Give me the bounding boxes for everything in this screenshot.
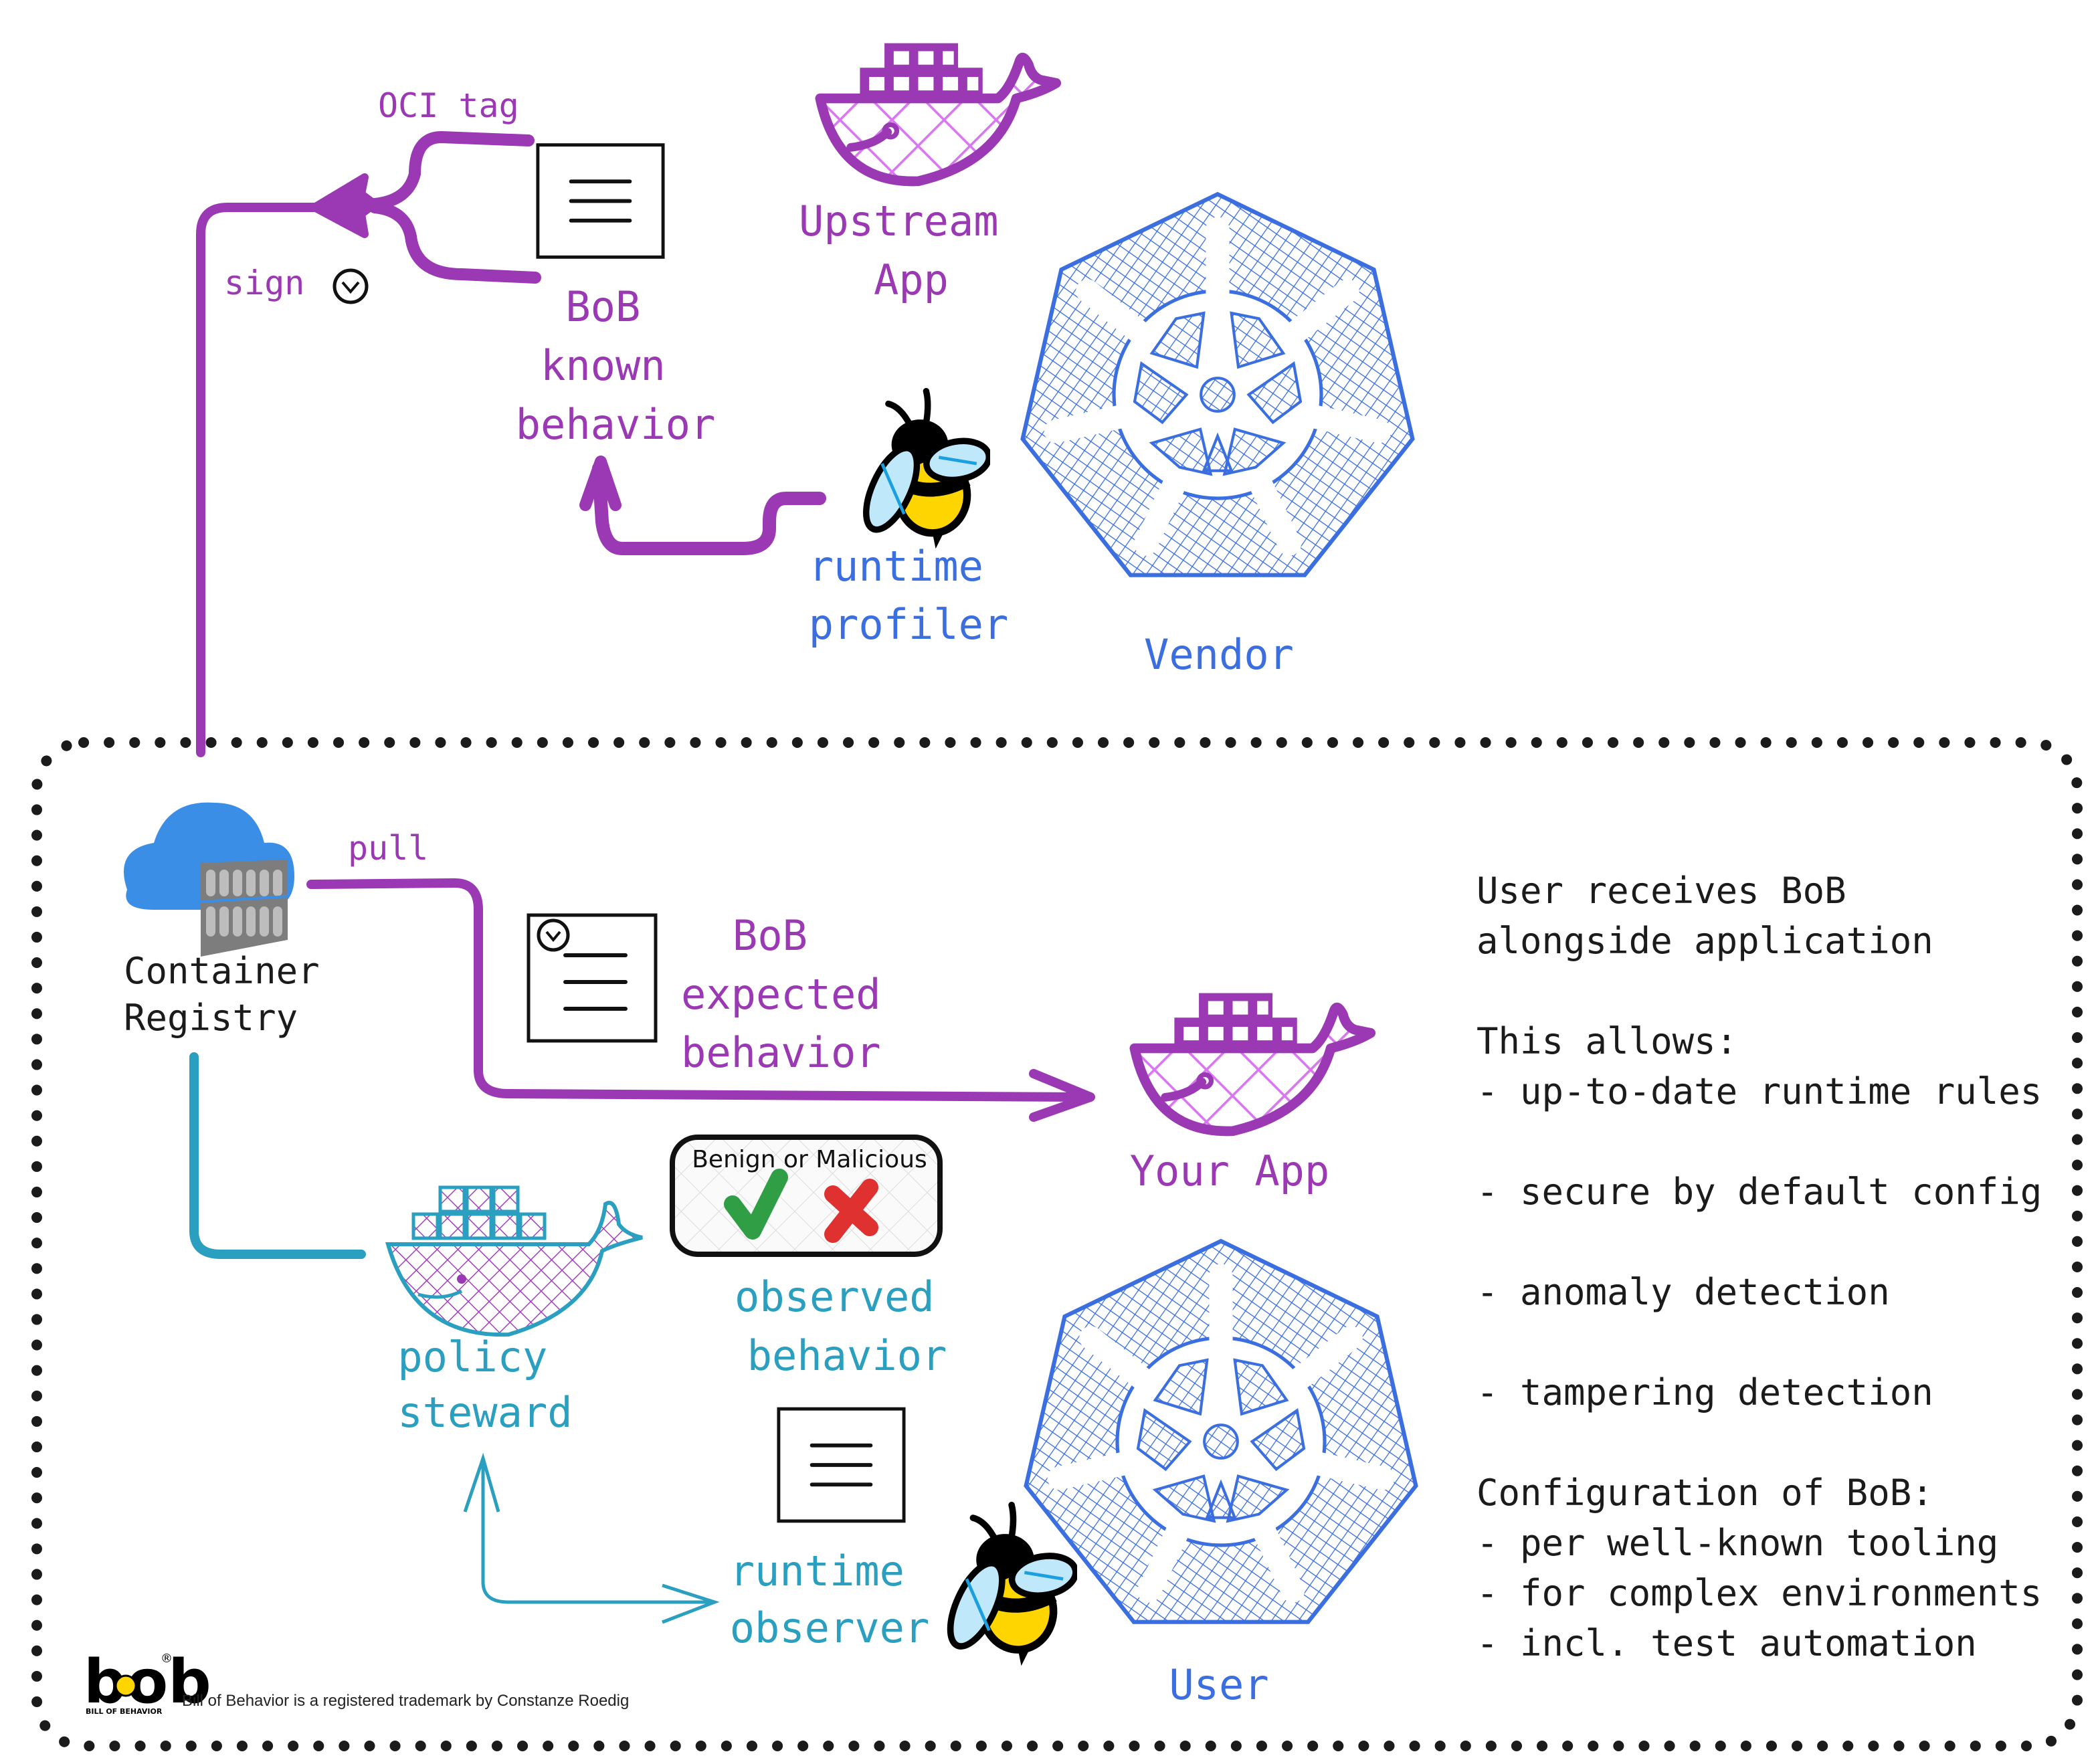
trademark-notice: Bill of Behavior is a registered tradema… xyxy=(182,1692,629,1710)
bob-known-behavior-document-icon xyxy=(538,145,663,258)
logo-subtitle: BILL OF BEHAVIOR xyxy=(86,1707,163,1716)
registry-to-steward-arrow xyxy=(189,1052,366,1259)
pull-label: pull xyxy=(348,829,428,868)
upstream-app-whale-icon xyxy=(820,43,1056,181)
policy-steward-whale-icon xyxy=(385,1185,643,1337)
bob-logo: bob ® BILL OF BEHAVIOR xyxy=(84,1647,211,1717)
your-app-label: Your App xyxy=(1130,1147,1330,1195)
pull-arrow xyxy=(306,878,1095,1122)
runtime-observer-label: runtime observer xyxy=(730,1547,930,1652)
vendor-kubernetes-helm-icon xyxy=(1023,194,1413,575)
bob-expected-behavior-document-icon xyxy=(527,913,658,1043)
signature-check-icon xyxy=(332,268,369,304)
container-registry-icon xyxy=(124,802,294,957)
container-registry-label: Container Registry xyxy=(124,950,341,1039)
malicious-cross-icon xyxy=(824,1179,878,1243)
observed-behavior-document-icon xyxy=(779,1409,904,1521)
svg-text:bob: bob xyxy=(84,1647,211,1717)
upstream-app-label: Upstream App xyxy=(799,197,1024,304)
observed-behavior-label: observed behavior xyxy=(735,1272,959,1380)
oci-tag-label: OCI tag xyxy=(378,86,519,125)
registered-mark: ® xyxy=(161,1652,173,1666)
steward-observer-bidirectional-arrow xyxy=(463,1452,720,1624)
runtime-profiler-label: runtime profiler xyxy=(809,542,1009,649)
policy-steward-label: policy steward xyxy=(397,1333,572,1437)
sign-label: sign xyxy=(224,264,304,302)
bob-expected-behavior-label: BoB expected behavior xyxy=(681,911,906,1077)
user-label: User xyxy=(1169,1660,1268,1709)
sign-arrow xyxy=(196,130,541,757)
benign-or-malicious-panel: Benign or Malicious xyxy=(670,1135,943,1257)
benign-or-malicious-label: Benign or Malicious xyxy=(692,1146,927,1173)
bob-known-behavior-label: BoB known behavior xyxy=(516,282,716,449)
benefits-notes: User receives BoB alongside application … xyxy=(1476,870,2064,1664)
profiler-to-bob-arrow xyxy=(579,456,826,555)
benign-check-icon xyxy=(724,1169,788,1240)
user-zone-boundary xyxy=(31,737,2083,1751)
your-app-whale-icon xyxy=(1135,993,1371,1131)
runtime-profiler-bee-icon xyxy=(856,391,992,549)
user-kubernetes-helm-icon xyxy=(1026,1241,1416,1622)
vendor-label: Vendor xyxy=(1144,630,1294,679)
